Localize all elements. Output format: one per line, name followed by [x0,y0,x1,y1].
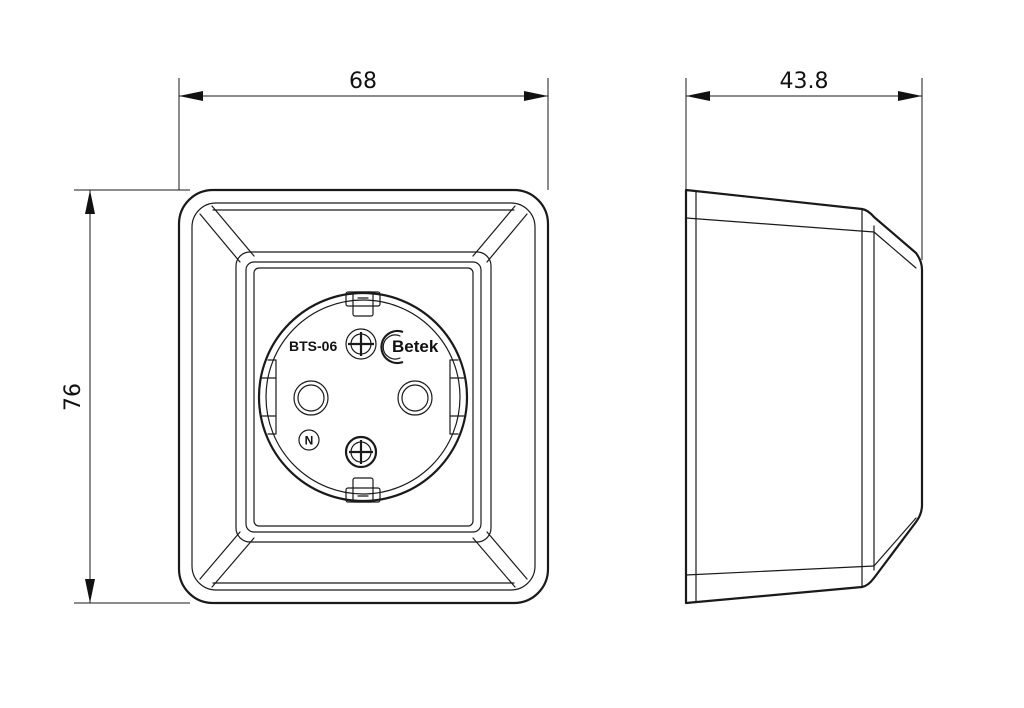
front-width-value: 68 [349,69,377,94]
brand-logo: Betek [380,329,439,365]
brand-label: Betek [392,337,439,356]
bottom-earth-clip [345,477,381,503]
side-depth-dimension: 43.8 [685,69,923,260]
socket-front-view [177,188,550,605]
neutral-mark-label: N [305,434,314,448]
bottom-screw-icon [344,435,378,469]
front-height-value: 76 [61,383,86,411]
front-height-dimension: 76 [61,189,190,604]
socket-side-view [684,188,924,605]
side-depth-value: 43.8 [780,69,829,94]
model-label: BTS-06 [289,338,337,354]
socket-face: BTS-06 Betek N [257,291,469,503]
top-earth-clip [345,291,381,317]
left-pin-hole [293,380,329,416]
right-pin-hole [397,380,433,416]
neutral-mark-icon: N [298,429,320,451]
front-width-dimension: 68 [178,69,549,190]
top-screw-icon [345,328,377,360]
